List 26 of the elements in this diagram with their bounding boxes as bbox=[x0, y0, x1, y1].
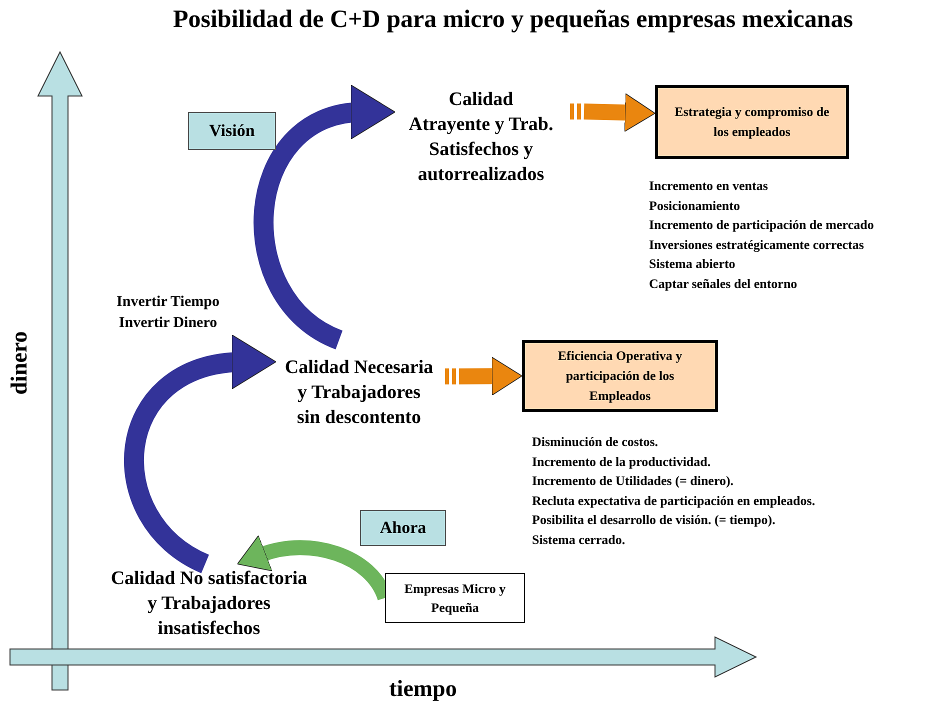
list-item: Posibilita el desarrollo de visión. (= tiempo). bbox=[532, 511, 776, 529]
list-item: Incremento en ventas bbox=[649, 177, 769, 195]
list-item: Recluta expectativa de participación en empleados. bbox=[532, 492, 816, 510]
list-item: Sistema abierto bbox=[649, 255, 736, 273]
curved-arrow bbox=[124, 336, 276, 573]
note-text: Invertir Tiempo Invertir Dinero bbox=[116, 293, 220, 333]
company-box: Empresas Micro y Pequeña bbox=[385, 573, 525, 623]
stage-tag: Ahora bbox=[360, 510, 446, 546]
list-item: Posicionamiento bbox=[649, 196, 741, 214]
list-item: Inversiones estratégicamente correctas bbox=[649, 236, 865, 254]
outcome-box: Eficiencia Operativa y participación de los Empleados bbox=[522, 340, 718, 412]
list-item: Incremento de participación de mercado bbox=[649, 216, 874, 234]
list-item: Incremento de la productividad. bbox=[532, 452, 712, 471]
title: Posibilidad de C+D para micro y pequeñas empresas mexicanas bbox=[172, 6, 854, 34]
axis-label: dinero bbox=[6, 331, 33, 395]
outcome-box: Estrategia y compromiso de los empleados bbox=[655, 85, 849, 159]
list-item: Incremento de Utilidades (= dinero). bbox=[532, 472, 735, 490]
quality-text: Calidad Necesaria y Trabajadores sin descontento bbox=[276, 340, 442, 444]
stage-tag: Visión bbox=[188, 112, 276, 150]
quality-text: Calidad Atrayente y Trab. Satisfechos y autorrealizados bbox=[395, 86, 567, 188]
quality-text: Calidad No satisfactoria y Trabajadores insatisfechos bbox=[80, 564, 338, 642]
list-item: Disminución de costos. bbox=[532, 433, 660, 451]
curved-arrow bbox=[254, 86, 396, 349]
axis-label: tiempo bbox=[388, 676, 458, 702]
list-item: Sistema cerrado. bbox=[532, 530, 626, 548]
list-item: Captar señales del entorno bbox=[649, 274, 798, 293]
